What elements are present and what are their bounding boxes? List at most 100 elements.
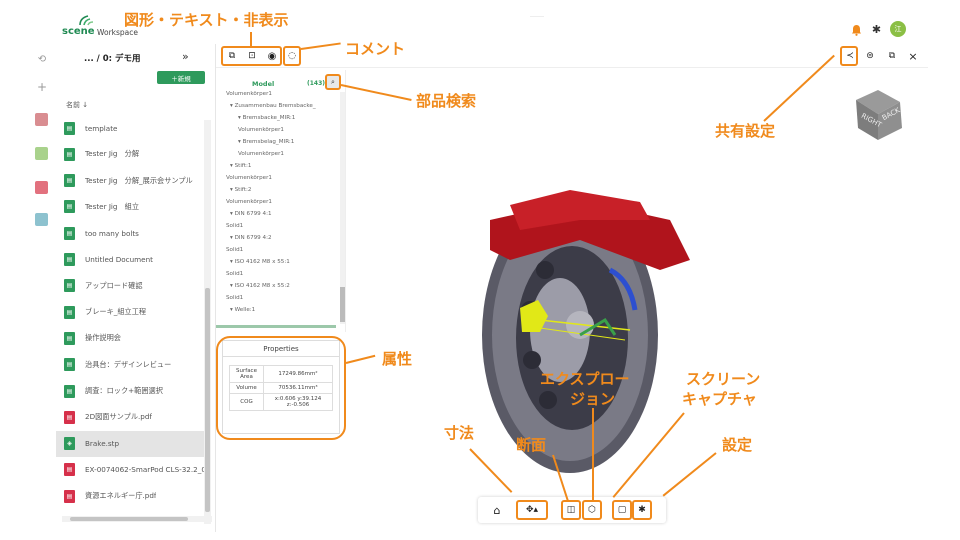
file-name: EX-0074062-SmarPod CLS-32.2_000 [85, 465, 206, 475]
file-name: too many bolts [85, 228, 139, 238]
part-search-icon[interactable]: ⌕ [327, 76, 339, 88]
sort-header[interactable]: 名前 ↓ [66, 101, 89, 109]
tree-item[interactable]: Volumenkörper1 [238, 151, 284, 157]
close-icon[interactable]: × [908, 49, 918, 63]
tree-item[interactable]: Solid1 [226, 247, 244, 253]
file-row[interactable]: ▤治具台：デザインレビュー [56, 352, 206, 378]
annotation-attributes: 属性 [382, 350, 413, 368]
avatar[interactable]: 江 [890, 21, 906, 37]
chat-icon[interactable]: ⊜ [866, 51, 874, 61]
collapse-panel-button[interactable]: » [182, 50, 189, 63]
file-list-scrollbar[interactable] [204, 120, 211, 524]
annotation-shape-text-hide: 図形・テキスト・非表示 [124, 11, 289, 29]
tree-item[interactable]: ▾ ISO 4162 M8 x 55:1 [230, 259, 290, 265]
tree-item[interactable]: ▾ DIN 6799 4:1 [230, 211, 272, 217]
tree-item[interactable]: ▾ Stift:2 [230, 187, 252, 193]
breadcrumb[interactable]: ... / 0: デモ用 [84, 54, 141, 64]
view-cube[interactable]: RIGHT BACK [848, 84, 908, 144]
app-logo: scene Workspace [62, 14, 142, 44]
tree-item[interactable]: ▾ Zusammenbau Bremsbacke_ [230, 103, 316, 109]
pdf-file-icon: ▤ [64, 463, 75, 477]
text-box-icon[interactable]: ⊡ [248, 51, 256, 61]
document-icon: ▤ [64, 147, 75, 161]
document-icon: ▤ [64, 121, 75, 135]
screenshot-icon[interactable]: ▢ [617, 505, 627, 515]
new-button[interactable]: ＋新規 [157, 71, 205, 84]
workspace-swatch-green[interactable] [35, 147, 48, 160]
file-row[interactable]: ▤ ブレーキ_組立工程 [56, 299, 206, 325]
section-icon[interactable]: ◫ [566, 505, 576, 515]
file-row[interactable]: ▤操作説明会 [56, 325, 206, 351]
file-row[interactable]: ◈Brake.stp [56, 430, 206, 457]
tree-item[interactable]: Volumenkörper1 [226, 175, 272, 181]
add-icon[interactable]: + [36, 80, 48, 94]
annotation-part-search: 部品検索 [416, 92, 477, 110]
tree-item[interactable]: Solid1 [226, 271, 244, 277]
annotation-box-toolbar [221, 46, 282, 66]
file-name: template [85, 123, 118, 133]
property-label: COG [229, 393, 264, 411]
share-icon[interactable]: ≺ [846, 51, 854, 61]
tree-horizontal-scrollbar[interactable] [216, 325, 336, 328]
file-name: Brake.stp [85, 439, 120, 449]
left-rail: ⟲ + [0, 0, 56, 540]
annotation-box-properties [216, 336, 346, 440]
comment-icon[interactable]: ◌ [288, 51, 296, 61]
file-row[interactable]: ▤資源エネルギー庁.pdf [56, 483, 206, 509]
tree-item[interactable]: Solid1 [226, 223, 244, 229]
annotation-explosion-2: ジョン [570, 390, 616, 408]
file-row[interactable]: ▤ EX-0074062-SmarPod CLS-32.2_000 [56, 457, 206, 483]
logo-mark-icon [79, 15, 94, 26]
file-row[interactable]: ▤Untitled Document [56, 247, 206, 273]
logo-text: scene [62, 26, 95, 37]
file-row[interactable]: ▤Tester Jig 組立 [56, 194, 206, 220]
tree-item[interactable]: Volumenkörper1 [226, 91, 272, 97]
file-row[interactable]: ▤2D図面サンプル.pdf [56, 404, 206, 430]
tree-item[interactable]: ▾ Welle:1 [230, 307, 256, 313]
tree-scrollbar[interactable] [340, 92, 345, 324]
tree-item[interactable]: ▾ DIN 6799 4:2 [230, 235, 272, 241]
tree-item[interactable]: ▾ Bremsbacke_MIR:1 [238, 115, 296, 121]
file-row[interactable]: ▤調査：ロック+範囲選択 [56, 378, 206, 404]
bell-icon[interactable] [851, 24, 862, 36]
horizontal-scrollbar[interactable] [62, 516, 212, 522]
annotation-screenshot-2: キャプチャ [682, 390, 757, 408]
tree-item[interactable]: Volumenkörper1 [238, 127, 284, 133]
workspace-swatch-teal[interactable] [35, 213, 48, 226]
measure-dropdown-button[interactable]: ✥▴ [525, 505, 539, 515]
gear-icon[interactable]: ✱ [871, 23, 882, 36]
file-row[interactable]: ▤ template [56, 115, 206, 141]
annotation-section: 断面 [516, 436, 547, 454]
document-icon: ▤ [64, 305, 75, 319]
file-row[interactable]: ▤Tester Jig 分解 [56, 141, 206, 167]
brake-3d-model[interactable] [430, 160, 730, 480]
file-row[interactable]: ▤Tester Jig 分解_展示会サンプル [56, 168, 206, 194]
annotation-box-search [325, 74, 341, 90]
tree-item[interactable]: Solid1 [226, 295, 244, 301]
file-row[interactable]: ▤アップロード確認 [56, 273, 206, 299]
tree-item[interactable]: ▾ Stift:1 [230, 163, 252, 169]
file-row[interactable]: ▤ too many bolts [56, 220, 206, 246]
tree-item[interactable]: ▾ Bremsbelag_MIR:1 [238, 139, 295, 145]
annotation-box-section [561, 500, 581, 520]
tree-title: Model [252, 80, 275, 88]
history-icon[interactable]: ⟲ [37, 53, 47, 65]
explosion-icon[interactable]: ⬡ [588, 505, 596, 515]
scrollbar-thumb[interactable] [205, 288, 210, 512]
document-icon: ▤ [64, 279, 75, 293]
document-icon: ▤ [64, 174, 75, 188]
file-name: 操作説明会 [85, 333, 121, 343]
workspace-swatch-red[interactable] [35, 113, 48, 126]
document-icon: ▤ [64, 226, 75, 240]
tree-item[interactable]: Volumenkörper1 [226, 199, 272, 205]
settings-icon[interactable]: ✱ [638, 505, 646, 515]
viewer-toolbar [216, 44, 928, 68]
file-name: ブレーキ_組立工程 [85, 307, 147, 317]
open-external-icon[interactable]: ⧉ [888, 51, 896, 61]
workspace-swatch-pink[interactable] [35, 181, 48, 194]
home-icon[interactable]: ⌂ [493, 503, 501, 517]
tree-item[interactable]: ▾ ISO 4162 M8 x 55:2 [230, 283, 290, 289]
visibility-icon[interactable]: ◉ [267, 50, 277, 62]
shapes-icon[interactable]: ⧉ [228, 51, 236, 61]
